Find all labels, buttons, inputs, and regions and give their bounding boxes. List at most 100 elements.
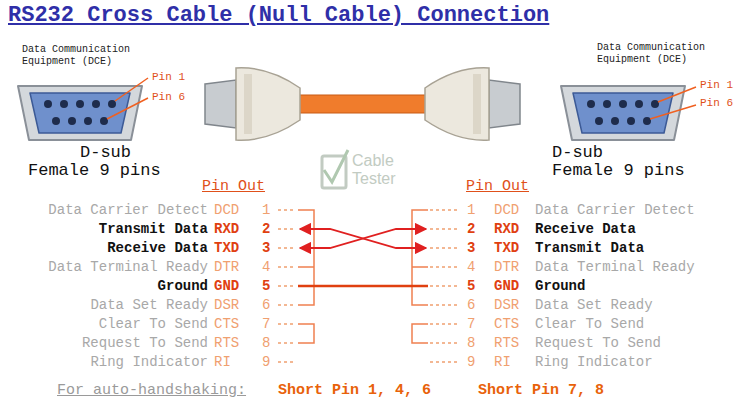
pin-number: 5 — [262, 278, 270, 294]
null-cable — [473, 74, 481, 134]
signal-name: Ring Indicator — [535, 354, 653, 370]
column-heading: Pin Out — [466, 178, 529, 196]
pin-number: 2 — [467, 221, 475, 237]
pin-number: 4 — [262, 259, 270, 275]
leader-line — [650, 105, 696, 119]
signal-abbr: RTS — [214, 335, 239, 351]
signal-abbr: RXD — [214, 221, 239, 237]
signal-name: Data Terminal Ready — [48, 259, 208, 275]
signal-name: Data Terminal Ready — [535, 259, 695, 275]
pin-tick — [430, 247, 460, 249]
signal-abbr: CTS — [494, 316, 519, 332]
female-connector — [18, 86, 142, 140]
female-connector — [92, 100, 100, 108]
female-connector — [635, 100, 643, 108]
female-connector — [84, 117, 92, 125]
null-cable — [244, 74, 252, 134]
pin-number: 3 — [262, 240, 270, 256]
signal-name: Ground — [158, 278, 208, 294]
short-wire — [298, 210, 428, 343]
signal-abbr: DTR — [214, 259, 239, 275]
pin-number: 9 — [262, 354, 270, 370]
pin-callout: Pin 6 — [700, 97, 733, 110]
signal-abbr: DTR — [494, 259, 519, 275]
pin-tick — [430, 228, 460, 230]
leader-line — [107, 98, 148, 119]
pin-number: 9 — [467, 354, 475, 370]
signal-abbr: TXD — [214, 240, 239, 256]
short-wire — [298, 324, 314, 343]
signal-abbr: DCD — [494, 202, 519, 218]
pin-tick — [430, 304, 460, 306]
connector-label: D-sub — [80, 144, 131, 162]
signal-abbr: RXD — [494, 221, 519, 237]
pin-number: 8 — [467, 335, 475, 351]
pin-number: 1 — [467, 202, 475, 218]
signal-name: Data Carrier Detect — [535, 202, 695, 218]
pin-tick — [278, 210, 460, 362]
pin-tick — [278, 228, 296, 230]
pin-tick — [278, 209, 296, 211]
leader-line — [107, 78, 148, 119]
connector-label: Female 9 pins — [552, 162, 685, 180]
female-connector — [100, 117, 108, 125]
pin-number: 6 — [262, 297, 270, 313]
signal-name: Request To Send — [535, 335, 661, 351]
female-connector — [651, 100, 659, 108]
female-connector — [611, 117, 619, 125]
pin-tick — [278, 304, 296, 306]
signal-name: Clear To Send — [99, 316, 208, 332]
null-cable — [205, 68, 520, 140]
null-cable — [236, 68, 300, 140]
pin-number: 3 — [467, 240, 475, 256]
female-connector — [52, 117, 60, 125]
pin-number: 2 — [262, 221, 270, 237]
cross-wire — [300, 229, 426, 248]
signal-name: Data Set Ready — [535, 297, 653, 313]
signal-abbr: CTS — [214, 316, 239, 332]
leader-line — [658, 87, 696, 102]
signal-abbr: GND — [214, 278, 239, 294]
female-connector — [603, 100, 611, 108]
null-cable — [296, 95, 428, 113]
pin-tick — [430, 285, 460, 287]
signal-name: Data Set Ready — [90, 297, 208, 313]
pin-number: 6 — [467, 297, 475, 313]
column-heading: Pin Out — [202, 178, 265, 196]
pin-tick — [278, 361, 296, 363]
leader-line — [115, 78, 148, 101]
pin-tick — [278, 323, 296, 325]
signal-abbr: DCD — [214, 202, 239, 218]
pin-tick — [278, 247, 296, 249]
female-connector — [108, 100, 116, 108]
female-connector — [76, 100, 84, 108]
female-connector — [561, 86, 685, 140]
signal-name: Receive Data — [107, 240, 208, 256]
signal-name: Request To Send — [82, 335, 208, 351]
signal-name: Clear To Send — [535, 316, 644, 332]
female-connector — [643, 117, 651, 125]
signal-abbr: TXD — [494, 240, 519, 256]
connector-label: Female 9 pins — [28, 162, 161, 180]
signal-name: Ground — [535, 278, 585, 294]
female-connector — [595, 117, 603, 125]
null-cable — [425, 68, 489, 140]
pin-callout: Pin 6 — [152, 91, 185, 104]
female-connector — [44, 100, 116, 125]
female-connector — [18, 86, 142, 140]
null-cable — [489, 80, 520, 128]
pin-number: 8 — [262, 335, 270, 351]
ground-wire — [298, 286, 428, 287]
pin-tick — [430, 342, 460, 344]
watermark-icon — [324, 150, 348, 182]
female-connector — [573, 93, 673, 133]
female-connector — [627, 117, 635, 125]
pin-number: 5 — [467, 278, 475, 294]
pin-tick — [278, 342, 296, 344]
connector-label: D-sub — [552, 144, 603, 162]
signal-name: Ring Indicator — [90, 354, 208, 370]
pin-tick — [430, 323, 460, 325]
null-cable — [205, 80, 236, 128]
female-connector — [30, 93, 130, 133]
